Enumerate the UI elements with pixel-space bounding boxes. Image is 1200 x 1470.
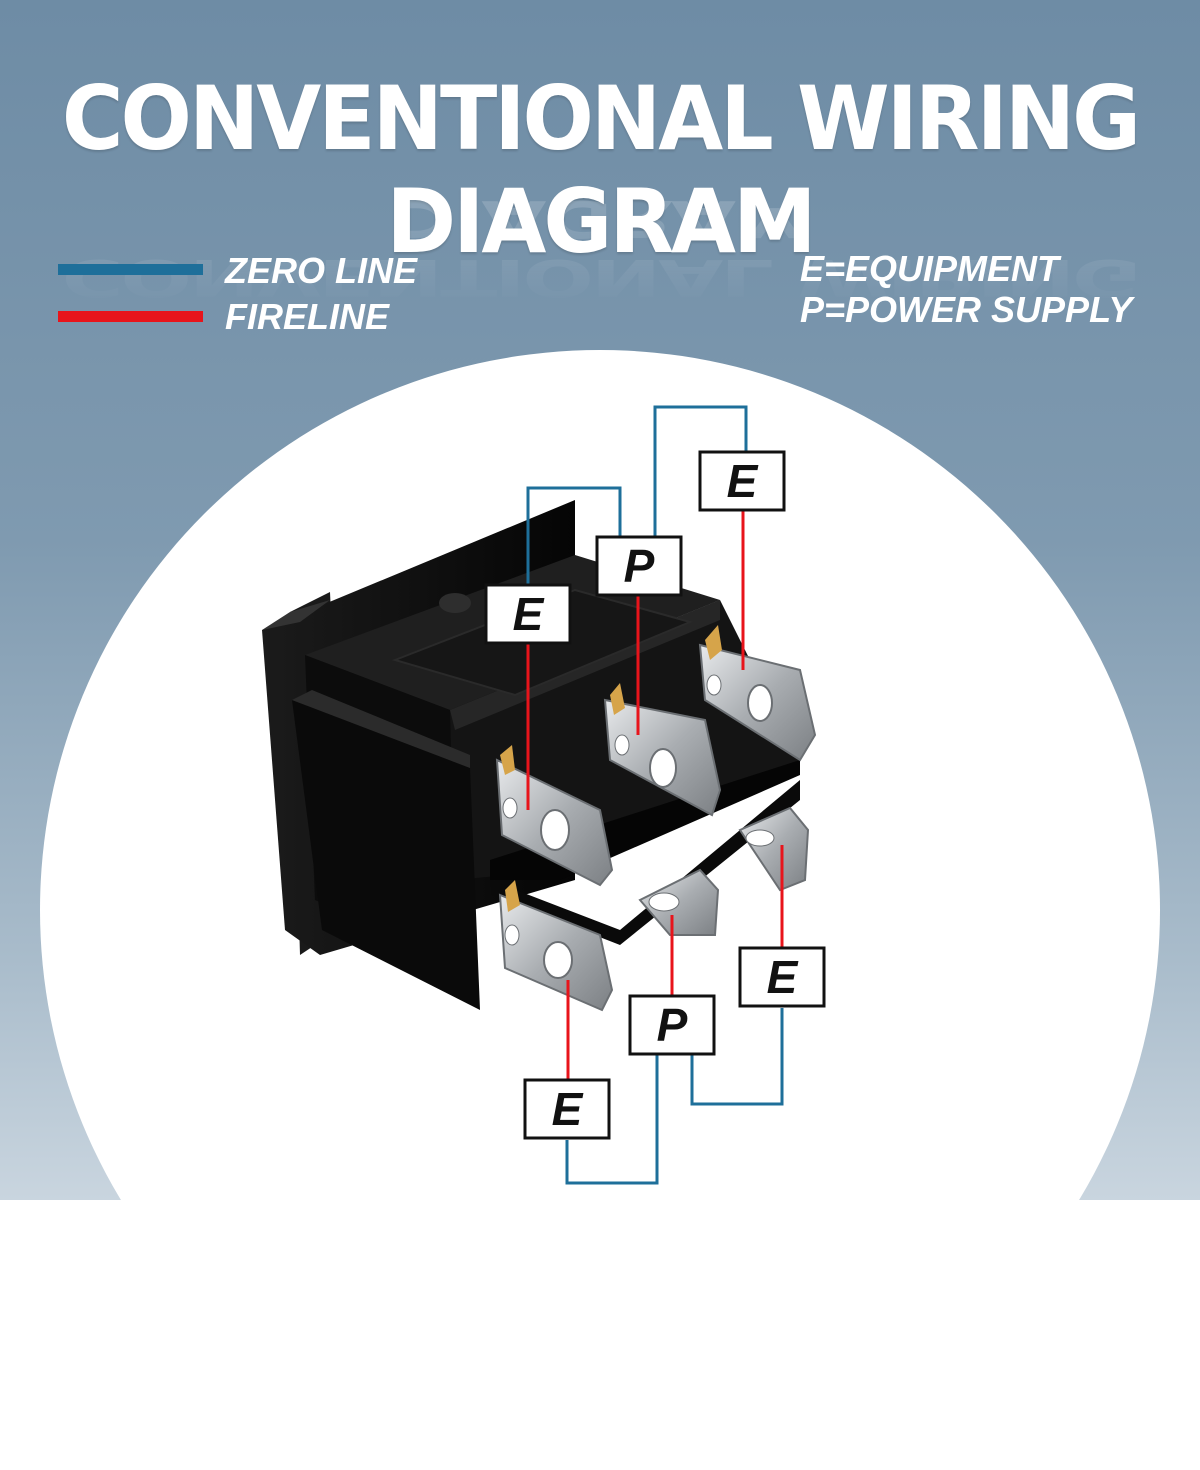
key-power-supply: P=POWER SUPPLY: [800, 289, 1133, 330]
label-top-right-e: E: [727, 455, 759, 507]
key-equipment: E=EQUIPMENT: [800, 248, 1060, 289]
label-bot-right-e: E: [767, 951, 799, 1003]
label-box-top-right-e: E: [698, 450, 786, 512]
terminal-bottom-left: [498, 880, 614, 1012]
zero-lines: [526, 405, 784, 1185]
label-top-mid-p: P: [624, 540, 655, 592]
page-title: CONVENTIONAL WIRING DIAGRAM: [61, 67, 1141, 273]
label-box-bot-right-e: E: [738, 946, 826, 1008]
legend-zero-line-label: ZERO LINE: [225, 250, 418, 291]
label-bot-left-e: E: [552, 1083, 584, 1135]
label-box-top-mid-p: P: [595, 535, 683, 597]
terminal-top-left: [495, 745, 614, 887]
fire-lines: [526, 511, 784, 1079]
legend-fireline-swatch: [58, 311, 203, 322]
terminal-top-right: [698, 625, 817, 762]
label-box-bot-left-e: E: [523, 1078, 611, 1140]
legend-zero-line-swatch: [58, 264, 203, 275]
label-top-left-e: E: [513, 588, 545, 640]
terminal-bottom-right: [738, 806, 810, 892]
terminal-top-mid: [603, 683, 722, 817]
label-box-top-left-e: E: [484, 583, 572, 645]
terminal-bottom-mid: [638, 868, 720, 936]
wiring-diagram: E P E E P E: [262, 405, 826, 1185]
label-bot-mid-p: P: [657, 999, 688, 1051]
label-box-bot-mid-p: P: [628, 994, 716, 1056]
legend-fireline-label: FIRELINE: [225, 296, 390, 337]
